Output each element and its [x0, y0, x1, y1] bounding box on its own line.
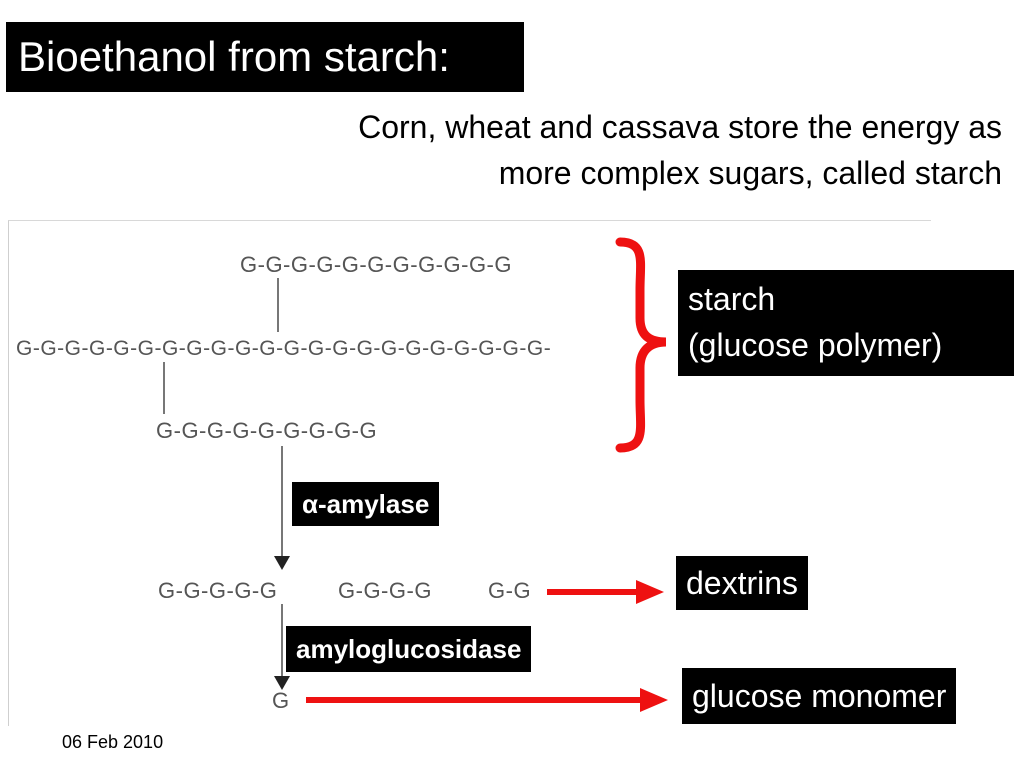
dextrin-chain-1: G-G-G-G-G	[158, 578, 278, 603]
glucose-monomer-symbol: G	[272, 688, 290, 713]
arrow-to-dextrins-head-icon	[636, 580, 664, 604]
connector-top-branch	[277, 278, 279, 332]
starch-label-line-1: starch	[688, 281, 776, 317]
enzyme-label-amyloglucosidase: amyloglucosidase	[286, 626, 532, 672]
brace-icon	[615, 237, 667, 453]
chain-bottom-branch: G-G-G-G-G-G-G-G-G	[156, 418, 378, 443]
reaction-arrow-1-head-icon	[274, 556, 290, 570]
slide-title: Bioethanol from starch:	[6, 22, 524, 92]
subtitle-line-1: Corn, wheat and cassava store the energy…	[358, 109, 1002, 145]
starch-label-line-2: (glucose polymer)	[688, 327, 943, 363]
reaction-arrow-2-head-icon	[274, 676, 290, 690]
arrow-to-glucose-head-icon	[640, 688, 668, 712]
diagram-frame	[8, 220, 931, 726]
dextrin-chain-3: G-G	[488, 578, 532, 603]
slide-date: 06 Feb 2010	[62, 732, 164, 752]
product-label-starch: starch (glucose polymer)	[678, 270, 1014, 376]
product-label-dextrins: dextrins	[676, 556, 809, 610]
chain-main: G-G-G-G-G-G-G-G-G-G-G-G-G-G-G-G-G-G-G-G-…	[16, 337, 552, 360]
chain-top-branch: G-G-G-G-G-G-G-G-G-G-G	[240, 252, 512, 277]
reaction-arrow-2-shaft	[281, 604, 283, 676]
product-label-glucose-monomer: glucose monomer	[682, 668, 957, 724]
subtitle-line-2: more complex sugars, called starch	[498, 155, 1002, 191]
enzyme-label-alpha-amylase: α-amylase	[292, 482, 440, 526]
reaction-arrow-1-shaft	[281, 446, 283, 556]
dextrin-chain-2: G-G-G-G	[338, 578, 432, 603]
connector-bottom-branch	[163, 362, 165, 414]
slide-subtitle: Corn, wheat and cassava store the energy…	[182, 104, 1002, 196]
